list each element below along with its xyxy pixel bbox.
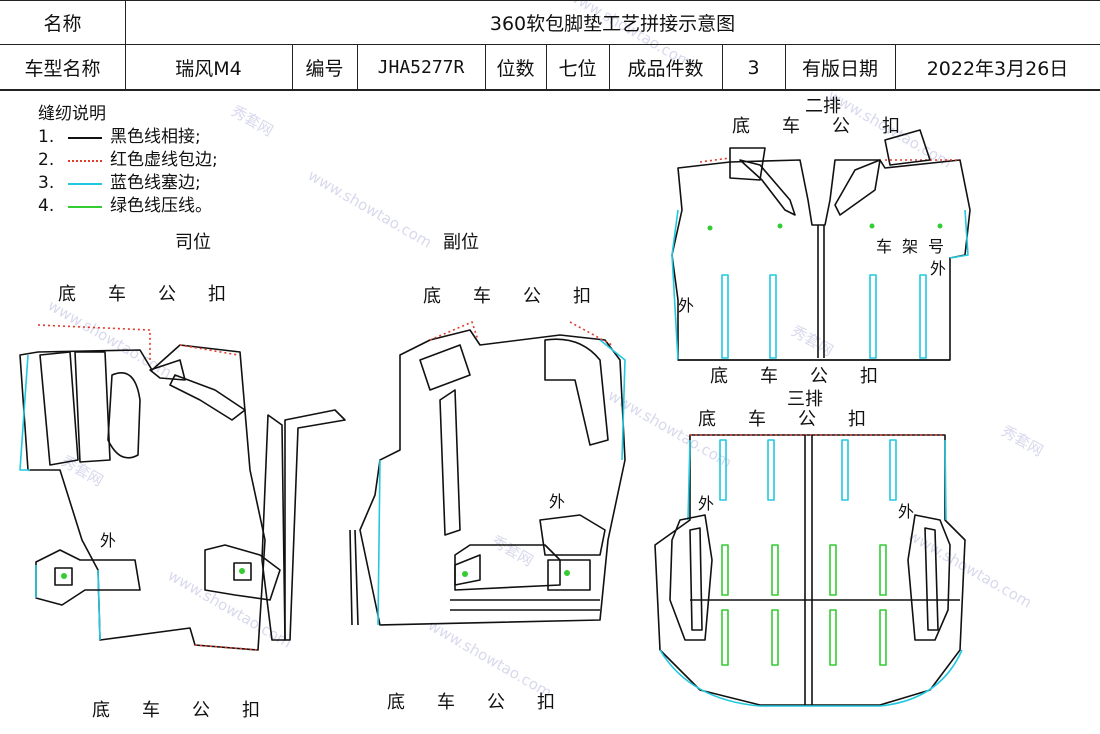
pieces-value: 3 <box>747 56 760 79</box>
legend-item-red: 2. 红色虚线包边; <box>38 149 218 172</box>
section-title-row2: 二排 <box>805 96 841 117</box>
row2-mat <box>671 129 971 361</box>
frame-number-label: 车架号 <box>876 237 955 256</box>
legend-item-green: 4. 绿色线压线。 <box>38 195 218 218</box>
bottom-clip-label: 底车公扣 <box>423 286 623 307</box>
pieces-label: 成品件数 <box>627 58 704 80</box>
sewing-legend: 缝纫说明 1. 黑色线相接; 2. 红色虚线包边; 3. 蓝色线塞边; 4. 绿… <box>38 103 218 218</box>
date-label: 有版日期 <box>801 58 878 80</box>
model-value: 瑞风M4 <box>175 58 242 80</box>
outer-label: 外 <box>898 502 915 521</box>
legend-item-black: 1. 黑色线相接; <box>38 126 218 149</box>
outer-label: 外 <box>100 531 117 550</box>
black-line-swatch <box>68 136 102 139</box>
legend-text: 红色虚线包边; <box>110 150 218 170</box>
bottom-clip-label: 底车公扣 <box>92 700 292 721</box>
legend-title: 缝纫说明 <box>38 104 106 124</box>
bottom-clip-label: 底车公扣 <box>698 409 898 430</box>
legend-text: 黑色线相接; <box>110 127 201 147</box>
outer-label: 外 <box>678 296 695 315</box>
code-value: JHA5277R <box>377 57 465 78</box>
code-label: 编号 <box>305 58 344 80</box>
section-title-driver: 司位 <box>175 232 211 253</box>
date-value: 2022年3月26日 <box>926 58 1069 80</box>
bottom-clip-label: 底车公扣 <box>387 692 587 713</box>
bottom-clip-label: 底车公扣 <box>732 116 932 137</box>
bottom-clip-label: 底车公扣 <box>710 366 910 387</box>
name-label: 名称 <box>43 12 82 35</box>
outer-label: 外 <box>930 259 947 278</box>
legend-num: 3. <box>38 173 55 193</box>
driver-mat <box>19 324 346 651</box>
page-title: 360软包脚垫工艺拼接示意图 <box>489 12 736 35</box>
outer-label: 外 <box>549 492 566 511</box>
legend-num: 4. <box>38 196 55 216</box>
passenger-mat <box>349 321 626 626</box>
green-line-swatch <box>68 205 102 208</box>
section-title-row3: 三排 <box>787 389 823 410</box>
section-title-passenger: 副位 <box>443 232 479 253</box>
blue-line-swatch <box>68 182 102 185</box>
legend-text: 蓝色线塞边; <box>110 173 201 193</box>
seats-value: 七位 <box>558 58 597 80</box>
red-dotted-swatch <box>68 159 102 162</box>
outer-label: 外 <box>698 494 715 513</box>
legend-text: 绿色线压线。 <box>110 196 212 216</box>
legend-num: 2. <box>38 150 55 170</box>
bottom-clip-label: 底车公扣 <box>58 284 258 305</box>
row3-mat <box>654 434 966 707</box>
legend-item-blue: 3. 蓝色线塞边; <box>38 172 218 195</box>
seats-label: 位数 <box>496 58 535 80</box>
header-table: 名称 360软包脚垫工艺拼接示意图 车型名称 瑞风M4 编号 JHA5277R … <box>0 0 1100 91</box>
model-label: 车型名称 <box>24 58 101 80</box>
legend-num: 1. <box>38 127 55 147</box>
